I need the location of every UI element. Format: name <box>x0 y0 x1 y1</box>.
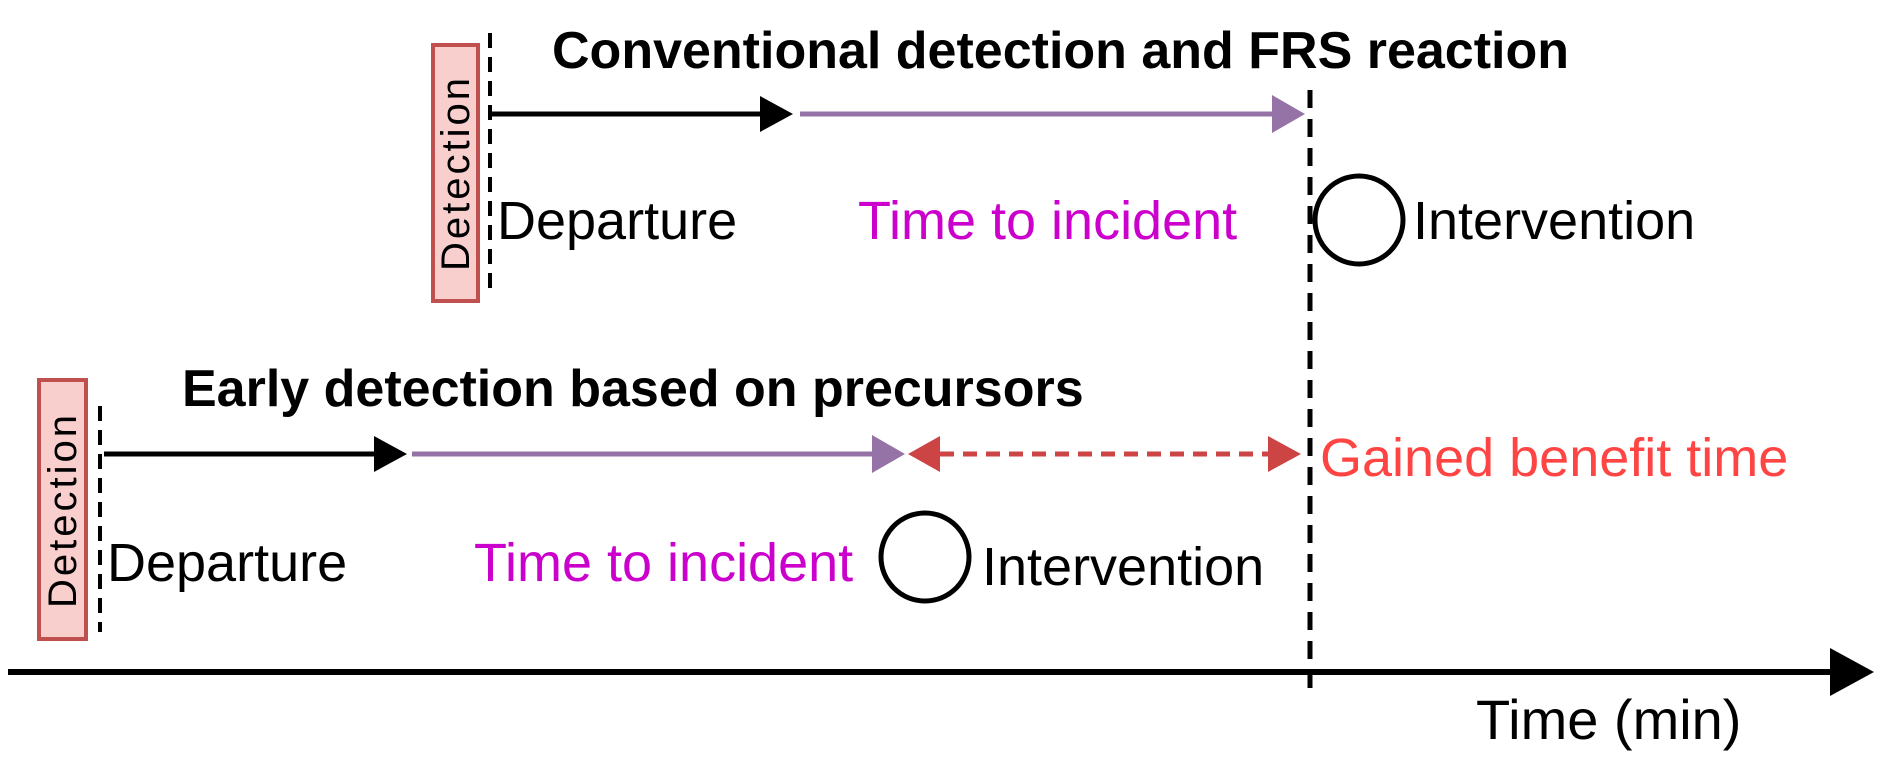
intervention-label-bottom: Intervention <box>982 537 1265 597</box>
departure-arrowhead-top-icon <box>760 96 793 132</box>
intervention-circle-top <box>1312 173 1406 267</box>
gained-benefit-arrowhead-right-icon <box>1268 436 1301 472</box>
departure-label-bottom: Departure <box>107 533 348 593</box>
time-to-incident-arrowhead-top-icon <box>1272 95 1305 133</box>
detection-box-top-label: Detection <box>433 75 478 271</box>
timeline-title-conventional: Conventional detection and FRS reaction <box>552 22 1569 80</box>
time-axis-label: Time (min) <box>1476 688 1742 751</box>
intervention-label-top: Intervention <box>1413 191 1696 251</box>
gained-benefit-arrowhead-left-icon <box>908 436 940 472</box>
timeline-title-early: Early detection based on precursors <box>182 360 1084 418</box>
time-axis-arrowhead-icon <box>1830 648 1874 696</box>
time-to-incident-label-top: Time to incident <box>858 191 1238 251</box>
gained-benefit-label: Gained benefit time <box>1320 428 1789 488</box>
time-to-incident-arrowhead-bottom-icon <box>872 435 905 473</box>
detection-box-top: Detection <box>431 43 480 303</box>
time-to-incident-label-bottom: Time to incident <box>474 533 854 593</box>
departure-arrowhead-bottom-icon <box>374 436 407 472</box>
detection-box-bottom-label: Detection <box>40 411 85 608</box>
detection-box-bottom: Detection <box>37 378 88 641</box>
intervention-circle-bottom <box>878 510 972 604</box>
departure-label-top: Departure <box>497 191 738 251</box>
